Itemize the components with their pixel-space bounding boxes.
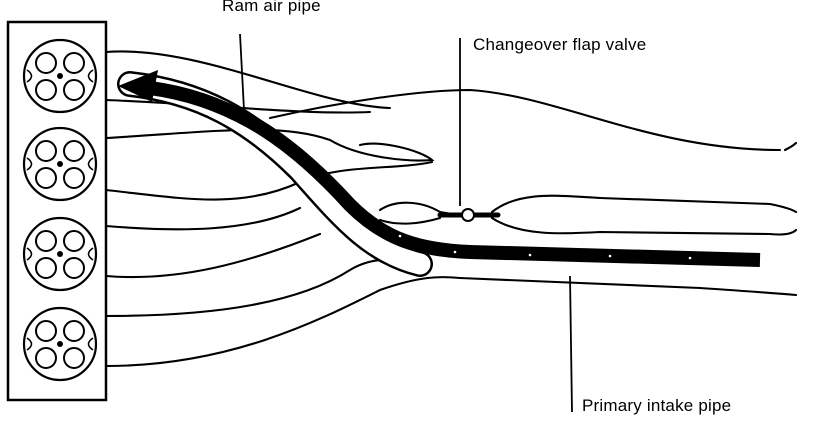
cylinder-2 xyxy=(22,126,98,202)
cylinder-valve-icon xyxy=(22,126,98,202)
leader-lines xyxy=(239,33,573,413)
cylinder-valve-icon xyxy=(22,306,98,382)
cylinder-3 xyxy=(22,216,98,292)
primary-intake-pipe-label: Primary intake pipe xyxy=(582,396,732,415)
airflow-arrow-icon xyxy=(118,70,761,267)
cylinder-head-block xyxy=(6,20,108,402)
ram-air-pipe-label: Ram air pipe xyxy=(222,0,321,15)
changeover-flap-valve-label: Changeover flap valve xyxy=(473,35,647,54)
cylinder-4 xyxy=(22,306,98,382)
cylinder-valve-icon xyxy=(22,38,98,114)
changeover-flap-valve xyxy=(437,208,501,222)
cylinder-valve-icon xyxy=(22,216,98,292)
cylinder-1 xyxy=(22,38,98,114)
